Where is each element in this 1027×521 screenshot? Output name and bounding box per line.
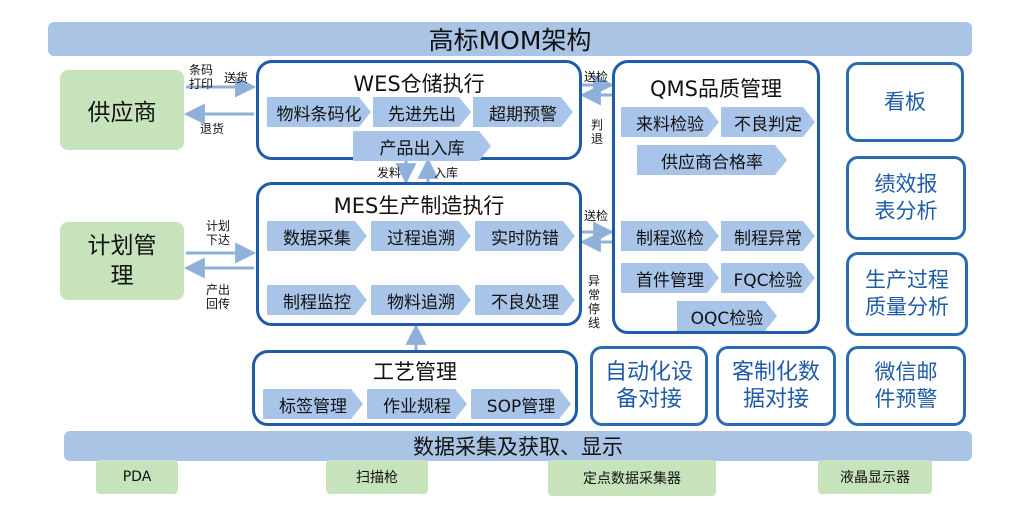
- supplier-box: 供应商: [60, 70, 184, 150]
- craft-item-label: 标签管理: [263, 389, 363, 419]
- label-stock-in: 入库: [434, 166, 459, 180]
- qms-item-defect-judge: 不良判定: [721, 107, 815, 137]
- wes-item-product-io: 产品出入库: [353, 131, 491, 161]
- planning-box: 计划管 理: [60, 222, 184, 300]
- label-barcode-print: 条码 打印: [189, 63, 214, 91]
- device-lcd: 液晶显示器: [818, 460, 932, 494]
- qms-item-incoming: 来料检验: [621, 107, 719, 137]
- qms-item-patrol: 制程巡检: [621, 221, 719, 251]
- auto-device-box: 自动化设 备对接: [590, 346, 708, 426]
- mes-item-process-trace: 过程追溯: [371, 221, 471, 251]
- label-plan-issue: 计划 下达: [206, 219, 231, 247]
- wes-panel: WES仓储执行 物料条码化 先进先出 超期预警 产品出入库: [256, 60, 582, 160]
- mes-item-material-trace: 物料追溯: [371, 285, 471, 315]
- page-title: 高标MOM架构: [48, 22, 972, 56]
- qms-item-first-article: 首件管理: [621, 263, 719, 293]
- craft-item-sop: SOP管理: [471, 389, 571, 419]
- qms-item-supplier-rate: 供应商合格率: [637, 145, 787, 175]
- mes-item-error-proof: 实时防错: [475, 221, 575, 251]
- performance-report-box: 绩效报 表分析: [846, 156, 966, 240]
- mes-item-data-collect: 数据采集: [267, 221, 367, 251]
- qms-title: QMS品质管理: [650, 77, 782, 101]
- qms-panel: QMS品质管理 来料检验 不良判定 供应商合格率 制程巡检 制程异常 首件管理 …: [612, 60, 820, 334]
- wes-title: WES仓储执行: [353, 72, 485, 96]
- qms-item-process-abnormal: 制程异常: [721, 221, 815, 251]
- label-send-inspect-2: 送检: [584, 209, 609, 223]
- craft-item-procedure: 作业规程: [367, 389, 467, 419]
- craft-panel: 工艺管理 标签管理 作业规程 SOP管理: [252, 350, 578, 426]
- device-pda: PDA: [96, 460, 178, 494]
- label-output-return: 产出 回传: [206, 283, 231, 311]
- custom-data-box: 客制化数 据对接: [716, 346, 836, 426]
- label-return-goods: 退货: [200, 122, 225, 136]
- label-issue: 发料: [377, 166, 402, 180]
- label-abnormal-stop: 异 常 停 线: [588, 274, 601, 330]
- qms-item-fqc: FQC检验: [721, 263, 815, 293]
- bottom-bar-title: 数据采集及获取、显示: [64, 431, 972, 461]
- mes-item-defect-handle: 不良处理: [475, 285, 575, 315]
- device-data-collector: 定点数据采集器: [548, 460, 716, 496]
- craft-title: 工艺管理: [373, 360, 457, 384]
- mes-title: MES生产制造执行: [333, 194, 505, 218]
- wechat-alert-box: 微信邮 件预警: [846, 346, 966, 426]
- mes-panel: MES生产制造执行 数据采集 过程追溯 实时防错 制程监控 物料追溯 不良处理: [256, 182, 582, 326]
- mes-item-process-monitor: 制程监控: [267, 285, 367, 315]
- dashboard-box: 看板: [846, 62, 964, 142]
- wes-item-overdue: 超期预警: [473, 97, 573, 127]
- device-scanner: 扫描枪: [326, 460, 428, 494]
- label-judge-return: 判 退: [591, 118, 604, 146]
- wes-item-barcode: 物料条码化: [267, 97, 371, 127]
- wes-item-fifo: 先进先出: [373, 97, 471, 127]
- qms-item-oqc: OQC检验: [677, 301, 777, 331]
- quality-analysis-box: 生产过程 质量分析: [846, 252, 968, 336]
- label-send-inspect-1: 送检: [584, 70, 609, 84]
- label-deliver: 送货: [224, 71, 249, 85]
